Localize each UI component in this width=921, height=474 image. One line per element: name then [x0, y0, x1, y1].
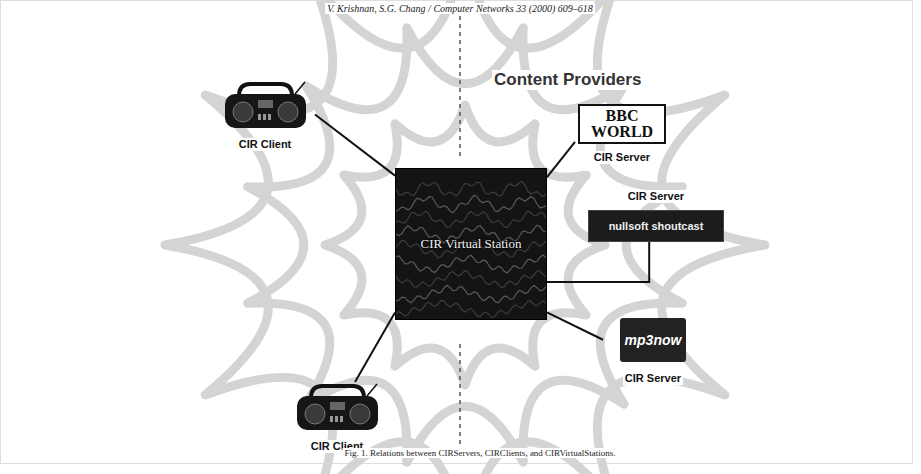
server-label: CIR Server — [623, 372, 683, 385]
link-line — [547, 312, 603, 339]
client-node: CIR Client — [215, 80, 315, 152]
server-label: CIR Server — [626, 190, 686, 203]
logo-box: BBC WORLD — [578, 104, 666, 144]
watermark-star — [325, 105, 605, 385]
star-watermark — [165, 0, 765, 474]
figure-frame — [1, 1, 913, 464]
station-name: CIR Virtual Station — [421, 236, 522, 252]
link-line — [547, 142, 575, 177]
label-row: CIR Server — [603, 368, 703, 386]
station-node: CIR Virtual Station — [395, 168, 547, 320]
running-head: V. Krishnan, S.G. Chang / Computer Netwo… — [325, 3, 595, 14]
divider-line — [459, 344, 461, 446]
logo-box: mp3now — [620, 318, 686, 362]
link-line — [315, 115, 395, 176]
divider-line — [459, 16, 461, 156]
label-row: CIR Server — [588, 186, 724, 204]
watermark-star — [248, 28, 683, 463]
bbc-node: BBC WORLD CIR Server — [575, 104, 669, 165]
client-label: CIR Client — [237, 138, 294, 151]
radio-icon — [295, 382, 380, 432]
mp3-node: mp3nowCIR Server — [603, 318, 703, 386]
link-line — [355, 312, 395, 382]
link-line — [547, 242, 649, 282]
logo-text: mp3now — [622, 332, 684, 348]
radio-icon — [223, 80, 308, 130]
group-heading: Content Providers — [492, 70, 643, 90]
logo-text: BBC WORLD — [585, 108, 659, 140]
client-node: CIR Client — [292, 382, 382, 454]
watermark-star — [165, 0, 765, 474]
label-row: CIR Client — [215, 134, 315, 152]
logo-text: nullsoft shoutcast — [595, 220, 717, 232]
figure-caption: Fig. 1. Relations between CIRServers, CI… — [342, 448, 617, 458]
shout-node: CIR Server nullsoft shoutcast — [588, 186, 724, 242]
server-label: CIR Server — [592, 151, 652, 164]
label-row: CIR Server — [575, 147, 669, 165]
logo-box: nullsoft shoutcast — [588, 210, 724, 242]
